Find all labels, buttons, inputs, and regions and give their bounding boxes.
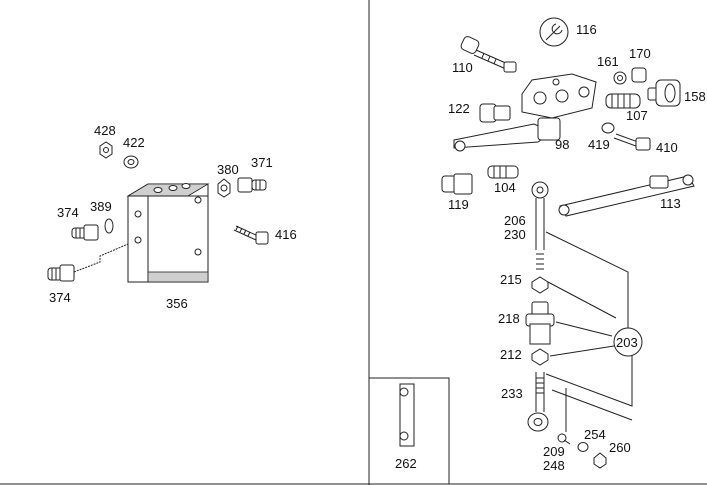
lever-98 [453, 117, 561, 152]
bracket-262 [399, 383, 415, 447]
label-203: 203 [616, 335, 638, 350]
label-119: 119 [448, 197, 469, 212]
set-203-bracket [545, 231, 643, 432]
label-262: 262 [395, 456, 417, 471]
label-428: 428 [94, 123, 116, 138]
bolt-416 [233, 225, 269, 245]
inset-box-262 [368, 377, 450, 485]
label-374-upper: 374 [57, 205, 79, 220]
label-389: 389 [90, 199, 112, 214]
label-107: 107 [626, 108, 648, 123]
label-158: 158 [684, 89, 706, 104]
washer-254 [577, 442, 589, 452]
rod-206 [531, 181, 549, 270]
label-212: 212 [500, 347, 522, 362]
label-206: 206 [504, 213, 526, 228]
fitting-371 [237, 177, 267, 193]
label-254: 254 [584, 427, 606, 442]
valve-block-356 [126, 183, 210, 283]
selector-housing [521, 73, 597, 119]
label-116: 116 [576, 22, 597, 37]
bolt-209 [557, 433, 571, 445]
label-248: 248 [543, 458, 565, 473]
label-410: 410 [656, 140, 678, 155]
fitting-122 [479, 103, 511, 123]
fitting-374-upper [71, 224, 99, 241]
lever-113 [558, 174, 695, 217]
fitting-374-lower [47, 243, 129, 282]
label-230: 230 [504, 227, 526, 242]
label-113: 113 [660, 196, 681, 211]
washer-422 [123, 155, 139, 169]
label-218: 218 [498, 311, 520, 326]
fitting-158 [647, 79, 681, 107]
label-422: 422 [123, 135, 145, 150]
wrench-icon [539, 17, 569, 47]
nut-212 [531, 348, 549, 366]
pin-110 [460, 36, 517, 73]
label-170: 170 [629, 46, 651, 61]
nut-380 [217, 178, 231, 198]
label-98: 98 [555, 137, 569, 152]
label-215: 215 [500, 272, 522, 287]
nut-260 [593, 452, 607, 469]
washer-161 [613, 71, 627, 85]
label-209: 209 [543, 444, 565, 459]
label-260: 260 [609, 440, 631, 455]
label-122: 122 [448, 101, 470, 116]
label-374-lower: 374 [49, 290, 71, 305]
fitting-119 [441, 173, 473, 195]
bolt-410 [613, 133, 651, 151]
label-161: 161 [597, 54, 619, 69]
label-419: 419 [588, 137, 610, 152]
label-110: 110 [452, 60, 473, 75]
plug-170 [631, 67, 647, 83]
nut-428 [99, 141, 113, 159]
label-380: 380 [217, 162, 239, 177]
washer-419 [601, 122, 615, 134]
nut-215 [531, 276, 549, 294]
spring-107 [605, 93, 641, 109]
rod-end-233 [527, 372, 549, 432]
coupling-218 [525, 301, 555, 345]
label-416: 416 [275, 227, 297, 242]
label-104: 104 [494, 180, 516, 195]
label-371: 371 [251, 155, 273, 170]
label-356: 356 [166, 296, 188, 311]
label-233: 233 [501, 386, 523, 401]
spring-104 [487, 165, 519, 179]
washer-389 [104, 218, 114, 234]
